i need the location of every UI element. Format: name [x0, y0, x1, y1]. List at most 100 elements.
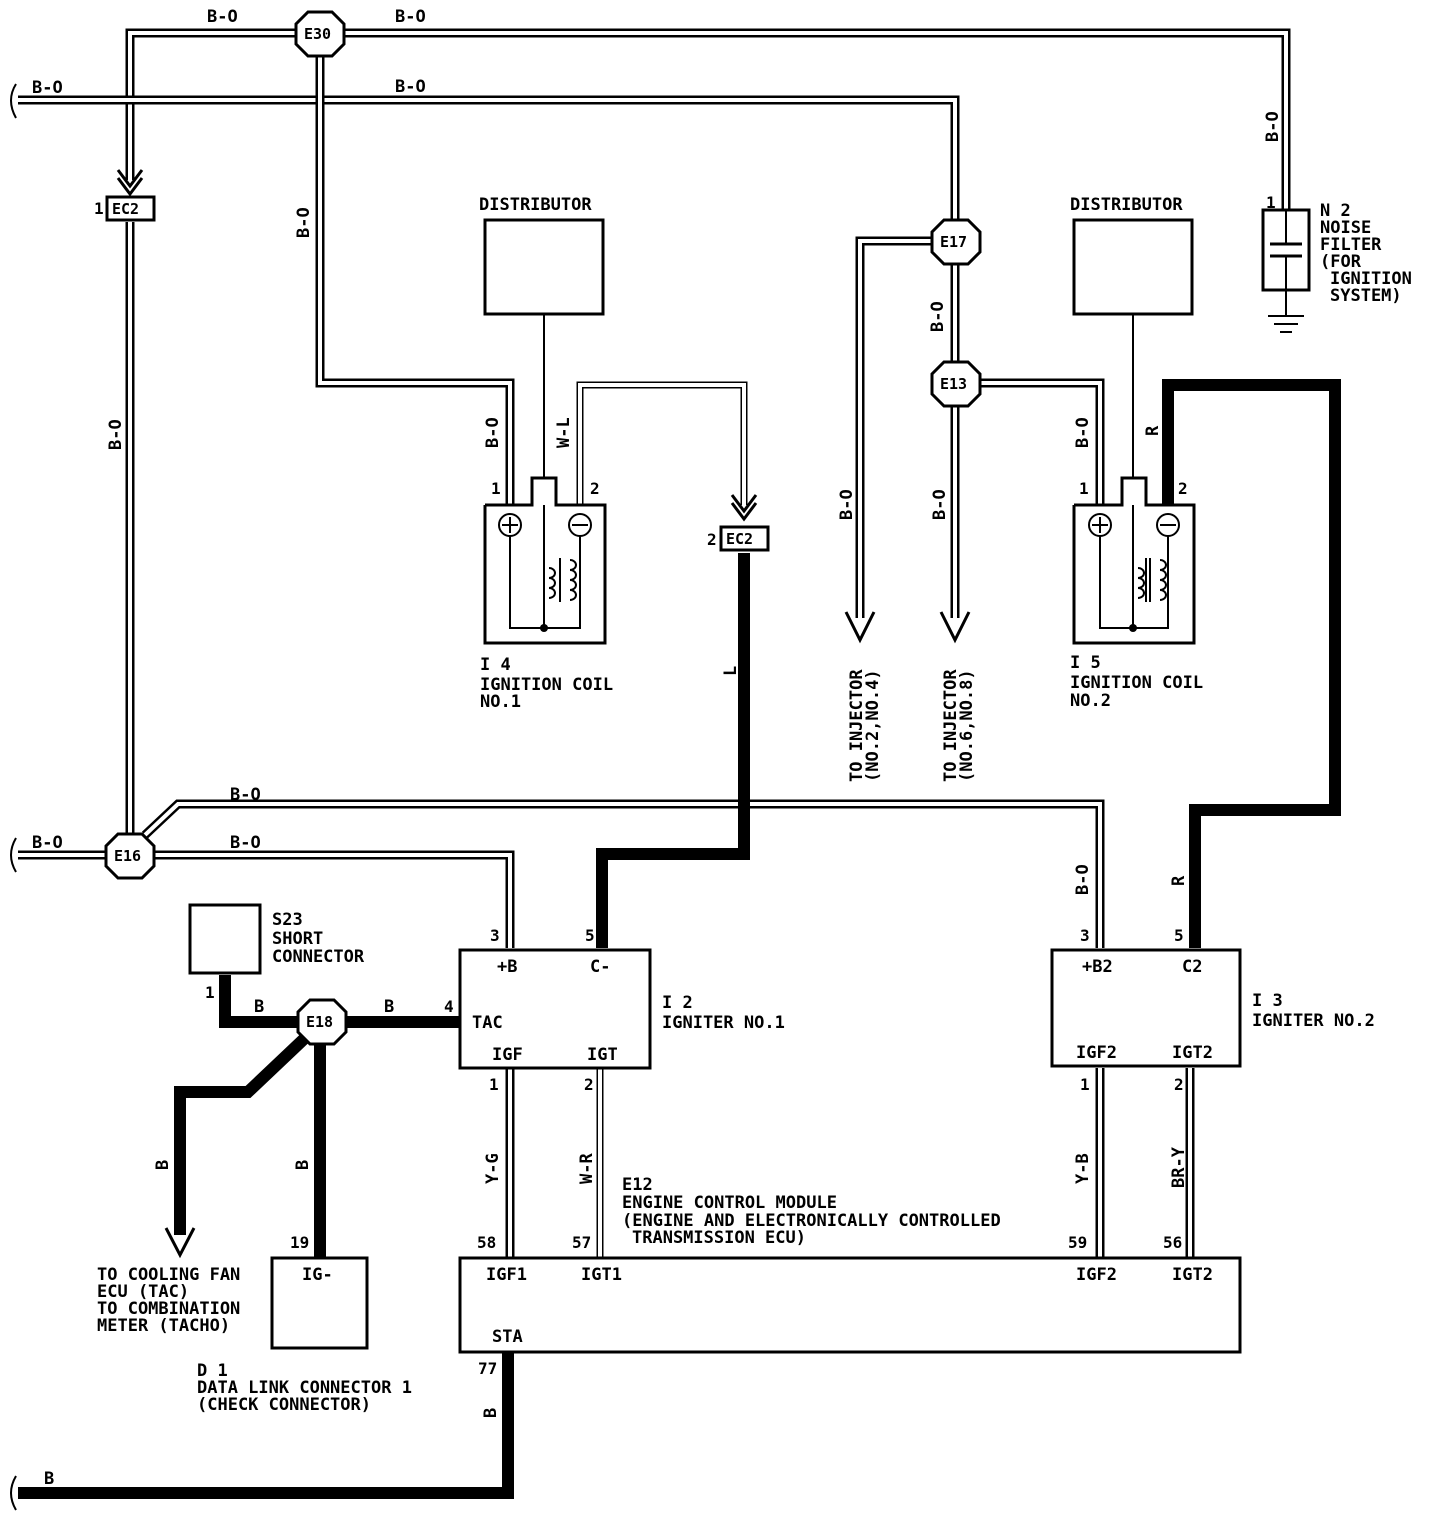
svg-text:B: B [293, 1160, 313, 1170]
wire-i4-ec2 [576, 381, 748, 505]
i4-sub: NO.1 [480, 692, 521, 712]
ignition-coil-i5 [1072, 476, 1196, 645]
fan-line3: TO COMBINATION [97, 1299, 240, 1319]
junction-e18 [296, 998, 348, 1046]
fan-line4: METER (TACHO) [97, 1316, 230, 1336]
e12-sta: STA [492, 1327, 523, 1347]
svg-text:B-O: B-O [395, 7, 426, 27]
arrow-inj-b [939, 611, 971, 644]
svg-text:B-O: B-O [294, 207, 314, 238]
arrow-inj-a [844, 611, 876, 644]
s23-pin: 1 [205, 983, 215, 1002]
svg-text:B: B [153, 1160, 173, 1170]
arrows [116, 169, 971, 1259]
svg-text:L: L [721, 666, 741, 676]
svg-text:EC2: EC2 [726, 530, 753, 548]
svg-text:E17: E17 [940, 233, 967, 251]
svg-text:E16: E16 [114, 847, 141, 865]
i3-c2: C2 [1182, 957, 1202, 977]
distributor-2-label: DISTRIBUTOR [1070, 195, 1183, 215]
i2-c-neg: C- [590, 957, 610, 977]
wires [18, 28, 1341, 1499]
i4-code: I 4 [480, 655, 511, 675]
inj-b-line2: (NO.6,NO.8) [957, 669, 977, 782]
noise-filter-n2 [1261, 208, 1311, 333]
connector-ec2-2 [719, 525, 770, 552]
svg-text:1: 1 [1080, 1075, 1090, 1094]
wire-e30-ec2 [125, 28, 300, 180]
svg-text:B-O: B-O [395, 77, 426, 97]
n2-l4: IGNITION [1330, 269, 1412, 289]
arrow-fan [164, 1227, 196, 1259]
s23-code: S23 [272, 910, 303, 930]
i2-tac: TAC [472, 1013, 503, 1033]
svg-text:W-L: W-L [554, 417, 574, 448]
i3-igf2: IGF2 [1076, 1043, 1117, 1063]
svg-text:B-O: B-O [483, 417, 503, 448]
e12-l2: (ENGINE AND ELECTRONICALLY CONTROLLED [622, 1211, 1001, 1231]
i2-name: IGNITER NO.1 [662, 1013, 785, 1033]
i2-code: I 2 [662, 993, 693, 1013]
svg-text:1: 1 [1079, 479, 1089, 498]
wire-e30-n2 [340, 28, 1291, 210]
i5-sub: NO.2 [1070, 691, 1111, 711]
wire-e18-fan [174, 1033, 310, 1235]
svg-text:58: 58 [477, 1233, 496, 1252]
svg-text:B-O: B-O [207, 7, 238, 27]
svg-text:B-O: B-O [837, 489, 857, 520]
i2-igt: IGT [587, 1045, 618, 1065]
svg-text:EC2: EC2 [112, 200, 139, 218]
d1-code: D 1 [197, 1361, 228, 1381]
n2-l5: SYSTEM) [1330, 286, 1402, 306]
i5-code: I 5 [1070, 653, 1101, 673]
svg-text:59: 59 [1068, 1233, 1087, 1252]
inj-a-line1: TO INJECTOR [847, 669, 867, 782]
svg-text:4: 4 [444, 997, 454, 1016]
svg-text:B: B [44, 1469, 54, 1489]
svg-text:B-O: B-O [930, 489, 950, 520]
wire-e17-inj-a [855, 236, 935, 618]
e12-igf1: IGF1 [486, 1265, 527, 1285]
junction-e30 [294, 10, 346, 58]
n2-l2: FILTER [1320, 235, 1382, 255]
i5-name: IGNITION COIL [1070, 673, 1203, 693]
svg-text:BR-Y: BR-Y [1169, 1146, 1189, 1188]
distributor-1-box [483, 218, 605, 316]
wire-labels: B-O B-O B-O B-O B-O B-O B-O B B B B-O B-… [32, 7, 1283, 1489]
svg-text:B-O: B-O [32, 833, 63, 853]
svg-text:B-O: B-O [32, 78, 63, 98]
svg-text:1: 1 [94, 199, 104, 218]
svg-text:19: 19 [290, 1233, 309, 1252]
s23-box [188, 903, 262, 975]
connector-ec2-1 [105, 195, 156, 222]
svg-text:W-R: W-R [577, 1153, 597, 1184]
d1-l2: (CHECK CONNECTOR) [197, 1395, 371, 1415]
svg-text:E13: E13 [940, 375, 967, 393]
e12-igt1: IGT1 [581, 1265, 622, 1285]
svg-text:R: R [1143, 425, 1163, 436]
i2-igf: IGF [492, 1045, 523, 1065]
ecm-e12-box [458, 1256, 1242, 1354]
svg-text:3: 3 [1080, 926, 1090, 945]
i3-code: I 3 [1252, 991, 1283, 1011]
svg-text:B-O: B-O [106, 419, 126, 450]
fan-line2: ECU (TAC) [97, 1282, 189, 1302]
svg-text:2: 2 [1174, 1075, 1184, 1094]
fan-line1: TO COOLING FAN [97, 1265, 240, 1285]
svg-text:5: 5 [1174, 926, 1184, 945]
d1-ig-neg: IG- [302, 1265, 333, 1285]
i4-name: IGNITION COIL [480, 675, 613, 695]
destination-labels: TO INJECTOR (NO.2,NO.4) TO INJECTOR (NO.… [97, 669, 977, 1336]
inj-a-line2: (NO.2,NO.4) [863, 669, 883, 782]
wire-s23-e18 [219, 975, 300, 1028]
svg-text:B: B [384, 997, 394, 1017]
svg-text:77: 77 [478, 1359, 497, 1378]
svg-text:5: 5 [585, 926, 595, 945]
e12-l1: ENGINE CONTROL MODULE [622, 1193, 837, 1213]
svg-text:B-O: B-O [230, 833, 261, 853]
coil-winding-icon [548, 567, 556, 599]
e12-igf2: IGF2 [1076, 1265, 1117, 1285]
junctions: E30 E17 E13 E16 E18 EC2 EC2 [104, 10, 982, 1046]
n2-pin: 1 [1266, 193, 1276, 212]
